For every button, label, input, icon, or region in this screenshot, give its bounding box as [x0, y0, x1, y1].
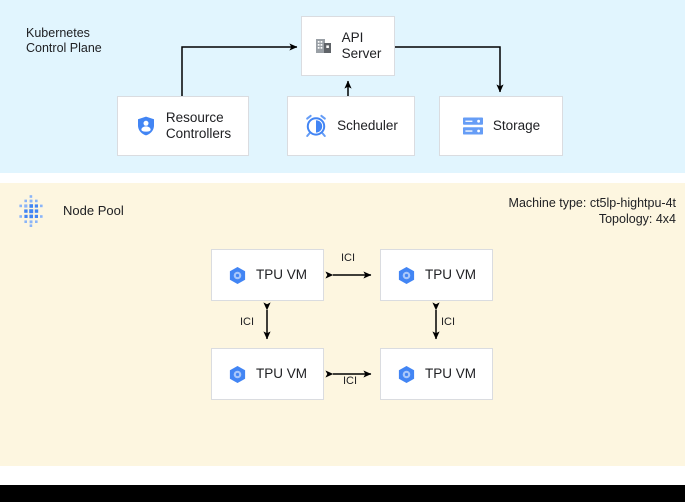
tpu-chip-icon: [229, 365, 246, 383]
resource-controllers-label: Resource Controllers: [165, 110, 232, 141]
tpu-chip-icon: [229, 266, 246, 284]
api-server-box[interactable]: API Server: [301, 16, 395, 76]
bottom-bar: [0, 485, 685, 502]
tpu-vm-box-2[interactable]: TPU VM: [380, 249, 493, 301]
tpu-chip-icon: [398, 365, 415, 383]
building-icon: [315, 39, 331, 53]
alarm-clock-icon: [306, 114, 326, 137]
node-pool-panel: [0, 183, 685, 466]
tpu-chip-icon: [398, 266, 415, 284]
tpu-vm-label: TPU VM: [424, 267, 476, 282]
server-stack-icon: [462, 117, 483, 135]
ici-label-bottom: ICI: [343, 375, 358, 387]
storage-box[interactable]: Storage: [439, 96, 563, 156]
dot-grid-icon: [19, 195, 43, 227]
node-pool-label: Node Pool: [63, 203, 124, 218]
ici-label-top: ICI: [341, 252, 356, 264]
tpu-vm-box-4[interactable]: TPU VM: [380, 348, 493, 400]
api-server-label: API Server: [341, 30, 382, 61]
tpu-vm-label: TPU VM: [255, 267, 307, 282]
shield-person-icon: [137, 116, 154, 136]
scheduler-box[interactable]: Scheduler: [287, 96, 415, 156]
tpu-vm-label: TPU VM: [255, 366, 307, 381]
machine-info-label: Machine type: ct5lp-hightpu-4t Topology:…: [508, 196, 676, 226]
resource-controllers-box[interactable]: Resource Controllers: [117, 96, 249, 156]
ici-label-left: ICI: [240, 316, 255, 328]
tpu-vm-label: TPU VM: [424, 366, 476, 381]
control-plane-label: Kubernetes Control Plane: [26, 26, 102, 55]
tpu-vm-box-1[interactable]: TPU VM: [211, 249, 324, 301]
storage-label: Storage: [492, 118, 541, 133]
scheduler-label: Scheduler: [337, 118, 398, 133]
tpu-vm-box-3[interactable]: TPU VM: [211, 348, 324, 400]
ici-label-right: ICI: [441, 316, 456, 328]
